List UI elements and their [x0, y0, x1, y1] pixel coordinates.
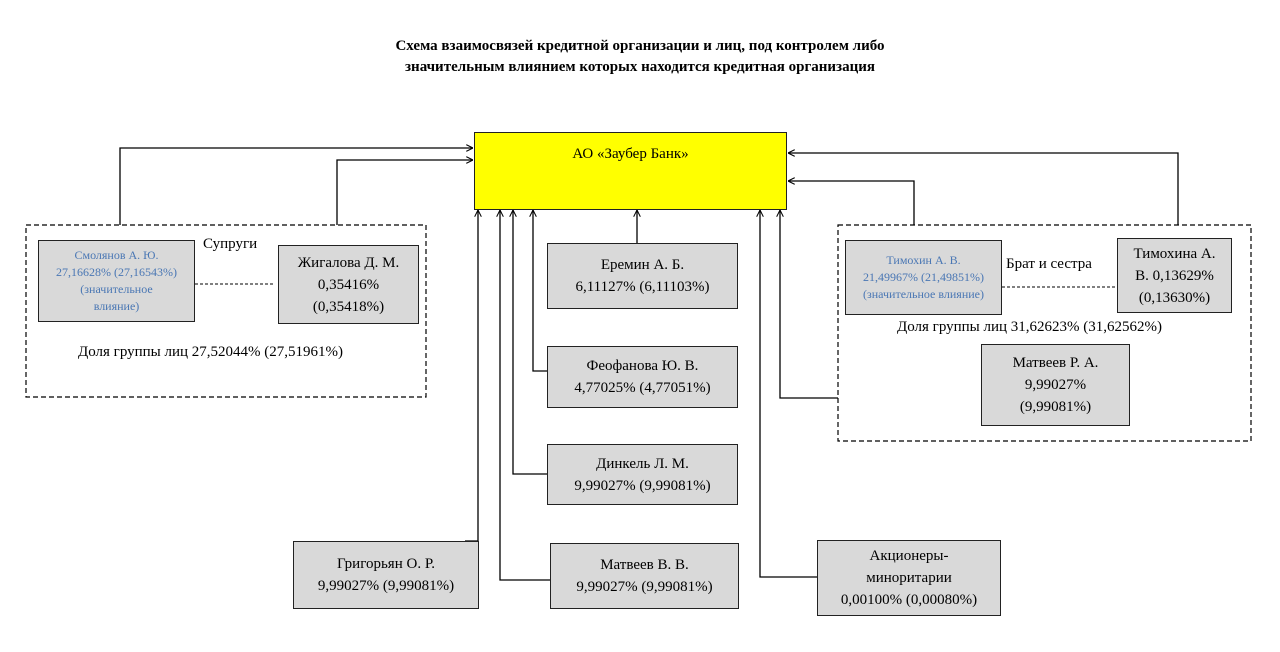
- title-line-2: значительным влиянием которых находится …: [405, 59, 875, 75]
- grigoryan-name: Григорьян О. Р.: [336, 556, 436, 572]
- timokhin-note: (значительное влияние): [863, 287, 984, 301]
- feofanova-arrow: [533, 210, 547, 372]
- eremin-share: 6,11127% (6,11103%): [575, 279, 710, 295]
- dinkel-arrow: [513, 210, 547, 475]
- minority-line-2: миноритарии: [866, 570, 952, 586]
- timokhin-share: 21,49967% (21,49851%): [863, 270, 984, 284]
- bank-box: АО «Заубер Банк»: [474, 132, 787, 210]
- zhigalova-share-1: 0,35416%: [317, 276, 380, 293]
- matveev-r-share-2: (9,99081%): [1019, 399, 1092, 415]
- timokhin-name: Тимохин А. В.: [886, 253, 961, 267]
- grigoryan-box: Григорьян О. Р. 9,99027% (9,99081%): [293, 541, 479, 609]
- minority-arrow: [760, 210, 817, 578]
- eremin-name: Еремин А. Б.: [600, 257, 685, 273]
- right-group-frame: [837, 224, 1252, 442]
- matveev-r-arrow: [780, 210, 838, 399]
- matveev-v-name: Матвеев В. В.: [600, 557, 689, 573]
- zhigalova-box: Жигалова Д. М. 0,35416% (0,35418%): [278, 245, 419, 324]
- dinkel-box: Динкель Л. М. 9,99027% (9,99081%): [547, 444, 738, 505]
- smolyanov-note-2: влияние): [93, 299, 140, 313]
- minority-box: Акционеры- миноритарии 0,00100% (0,00080…: [817, 540, 1001, 616]
- diagram-title: Схема взаимосвязей кредитной организации…: [240, 36, 1040, 78]
- right-group-share: Доля группы лиц 31,62623% (31,62562%): [897, 319, 1163, 335]
- dinkel-name: Динкель Л. М.: [596, 455, 689, 472]
- feofanova-share: 4,77025% (4,77051%): [574, 380, 711, 396]
- timokhina-line-1: Тимохина А.: [1133, 245, 1216, 262]
- eremin-box: Еремин А. Б. 6,11127% (6,11103%): [547, 243, 738, 309]
- grigoryan-arrow: [465, 210, 478, 542]
- grigoryan-share: 9,99027% (9,99081%): [317, 578, 455, 594]
- siblings-label: Брат и сестра: [1006, 256, 1092, 272]
- timokhina-box: Тимохина А. В. 0,13629% (0,13630%): [1117, 238, 1232, 313]
- minority-share: 0,00100% (0,00080%): [840, 592, 978, 608]
- left-group-arrow-2: [336, 160, 473, 225]
- right-group-arrow-2: [788, 181, 915, 225]
- matveev-r-share-1: 9,99027%: [1024, 377, 1087, 393]
- smolyanov-box: Смолянов А. Ю. 27,16628% (27,16543%) (зн…: [38, 240, 195, 322]
- matveev-r-name: Матвеев Р. А.: [1012, 355, 1099, 371]
- matveev-r-box: Матвеев Р. А. 9,99027% (9,99081%): [981, 344, 1130, 426]
- timokhina-line-2: В. 0,13629%: [1135, 267, 1214, 284]
- spouses-label: Супруги: [203, 236, 258, 252]
- smolyanov-note-1: (значительное: [80, 282, 153, 296]
- title-line-1: Схема взаимосвязей кредитной организации…: [395, 38, 885, 54]
- matveev-v-box: Матвеев В. В. 9,99027% (9,99081%): [550, 543, 739, 609]
- smolyanov-name: Смолянов А. Ю.: [74, 248, 159, 262]
- bank-name: АО «Заубер Банк»: [572, 146, 689, 162]
- dinkel-share: 9,99027% (9,99081%): [574, 477, 711, 494]
- feofanova-name: Феофанова Ю. В.: [586, 358, 699, 374]
- feofanova-box: Феофанова Ю. В. 4,77025% (4,77051%): [547, 346, 738, 408]
- timokhina-line-3: (0,13630%): [1138, 289, 1211, 306]
- zhigalova-share-2: (0,35418%): [312, 298, 385, 315]
- matveev-v-share: 9,99027% (9,99081%): [576, 579, 713, 595]
- right-group-arrow-1: [788, 153, 1179, 225]
- zhigalova-name: Жигалова Д. М.: [297, 254, 400, 271]
- smolyanov-share: 27,16628% (27,16543%): [56, 265, 177, 279]
- left-group-share: Доля группы лиц 27,52044% (27,51961%): [78, 344, 344, 360]
- timokhin-box: Тимохин А. В. 21,49967% (21,49851%) (зна…: [845, 240, 1002, 315]
- left-group-frame: [25, 224, 427, 398]
- matveev-v-arrow: [500, 210, 550, 581]
- minority-line-1: Акционеры-: [869, 548, 949, 564]
- left-group-arrow-1: [119, 148, 473, 225]
